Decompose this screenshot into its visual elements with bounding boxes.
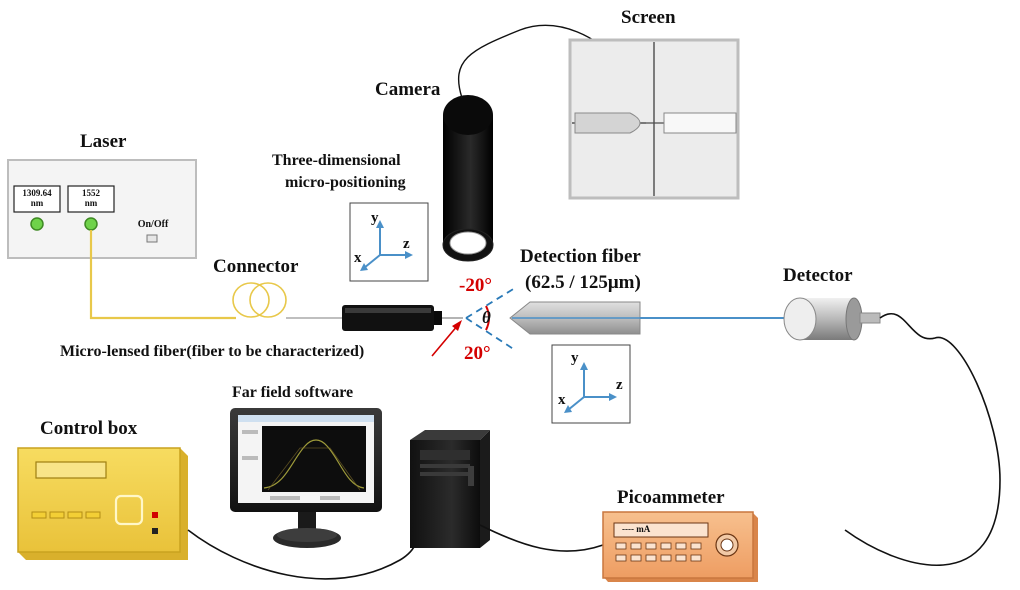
laser-led-1 xyxy=(30,217,44,231)
control-box xyxy=(17,447,188,560)
laser-label: Laser xyxy=(80,131,127,152)
laser-unit xyxy=(7,159,197,259)
microlensed-fiber-label: Micro-lensed fiber(fiber to be character… xyxy=(60,343,365,360)
connector-loops xyxy=(232,282,287,318)
pc-picoammeter-cable xyxy=(479,524,604,552)
far-field-software-label: Far field software xyxy=(232,384,354,401)
detector-cable xyxy=(844,312,1001,566)
picoammeter xyxy=(602,511,758,582)
axis-x-label: x xyxy=(354,250,362,266)
camera xyxy=(442,95,494,262)
far-field-monitor xyxy=(230,408,382,548)
laser-channel-1-unit: nm xyxy=(30,198,44,208)
connector-label: Connector xyxy=(213,256,299,277)
fiber-holder xyxy=(342,305,442,331)
camera-label: Camera xyxy=(375,79,441,100)
detection-axes-box: y z x xyxy=(551,344,631,424)
angle-arc xyxy=(485,305,490,331)
laser-led-2 xyxy=(84,217,98,231)
laser-output-fiber xyxy=(89,230,236,320)
axis-y-label: y xyxy=(371,210,379,226)
axis-y-label: y xyxy=(571,350,579,366)
detection-fiber-spec: (62.5 / 125μm) xyxy=(525,272,641,293)
laser-power-switch[interactable] xyxy=(146,234,158,243)
laser-channel-1-display: 1309.64 nm xyxy=(14,188,60,208)
control-box-label: Control box xyxy=(40,418,138,439)
detector xyxy=(783,297,881,341)
detection-fiber-label: Detection fiber xyxy=(520,246,641,267)
angle-ray-lower xyxy=(465,317,516,351)
pc-tower xyxy=(410,430,490,548)
positioning-label-line1: Three-dimensional xyxy=(272,152,401,169)
positioning-axes-box: y z x xyxy=(349,202,429,282)
axis-z-label: z xyxy=(616,377,623,393)
angle-ray-upper xyxy=(465,287,516,319)
axis-x-label: x xyxy=(558,392,566,408)
laser-channel-2-display: 1552 nm xyxy=(68,188,114,208)
picoammeter-display: ---- mA xyxy=(622,524,651,534)
microlensed-pointer xyxy=(431,324,459,357)
angle-negative-label: -20° xyxy=(459,275,492,296)
theta-label: θ xyxy=(482,308,491,327)
positioning-label-line2: micro-positioning xyxy=(285,174,406,191)
screen-monitor xyxy=(568,38,740,200)
angle-positive-label: 20° xyxy=(464,343,491,364)
screen-label: Screen xyxy=(621,7,676,28)
laser-switch-label: On/Off xyxy=(137,219,169,230)
laser-channel-2-value: 1552 xyxy=(82,188,100,198)
picoammeter-label: Picoammeter xyxy=(617,487,725,508)
laser-channel-1-value: 1309.64 xyxy=(22,188,52,198)
axis-z-label: z xyxy=(403,236,410,252)
detection-fiber xyxy=(509,301,641,335)
laser-channel-2-unit: nm xyxy=(84,198,98,208)
detector-label: Detector xyxy=(783,265,853,286)
